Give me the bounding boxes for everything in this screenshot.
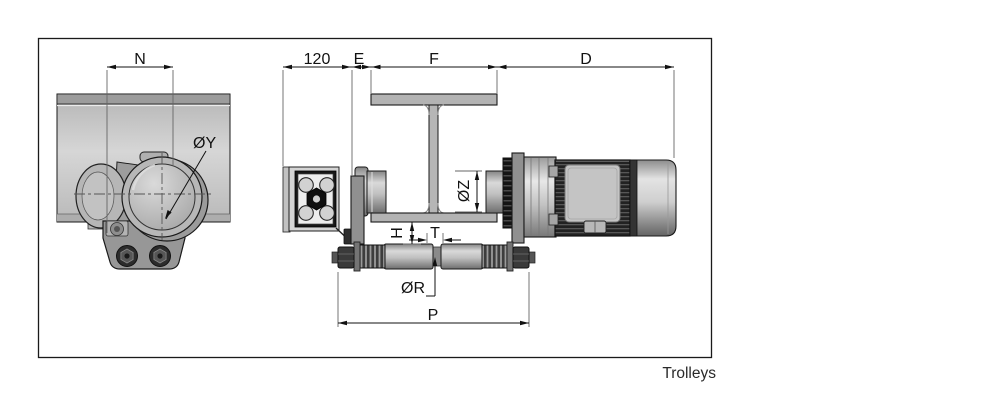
bar-nut-left: [337, 246, 355, 269]
load-bar: [331, 241, 536, 272]
dim-e-label: E: [354, 51, 365, 68]
wheel-right: [485, 170, 505, 214]
dimension-p: P: [337, 272, 530, 327]
dimension-dia-r: ØR: [401, 257, 438, 297]
flange-bolt-top: [548, 165, 559, 178]
thread-left: [359, 244, 386, 269]
dimension-dia-y: ØY: [165, 135, 216, 220]
dimension-chain-top: 120 E F D: [282, 51, 675, 175]
side-plate-right: [511, 152, 525, 244]
caption-trolleys: Trolleys: [662, 365, 716, 382]
side-plate-left: [350, 175, 365, 245]
dimension-t: T: [409, 225, 461, 243]
dim-n-label: N: [134, 51, 146, 68]
side-view: N ØY: [56, 51, 231, 270]
motor: [629, 159, 677, 237]
hex-bolt: [116, 245, 138, 267]
washer-left: [353, 241, 361, 272]
i-beam-cross-section: [370, 93, 498, 223]
trolley-hub: [75, 163, 127, 229]
bar-nut-right: [512, 246, 530, 269]
dim-p-label: P: [428, 307, 439, 324]
dimension-n: N: [106, 51, 174, 233]
dim-h-label: H: [389, 227, 406, 239]
dim-t-label: T: [430, 225, 440, 242]
dia-y-label: ØY: [193, 135, 216, 152]
dim-d-label: D: [580, 51, 592, 68]
dia-z-label: ØZ: [456, 180, 473, 202]
gearbox: [554, 159, 631, 237]
dim-120-label: 120: [304, 51, 331, 68]
dimension-h: H: [389, 222, 421, 245]
front-view: 120 E F D ØZ H: [282, 51, 677, 327]
hex-bolt: [149, 245, 171, 267]
flange-bolt-bottom: [548, 213, 559, 226]
dim-f-label: F: [429, 51, 439, 68]
dimension-dia-z: ØZ: [455, 170, 482, 213]
thread-right: [481, 244, 508, 269]
dia-r-label: ØR: [401, 280, 425, 297]
washer-right: [506, 241, 514, 272]
buffer-stop: [282, 166, 340, 233]
